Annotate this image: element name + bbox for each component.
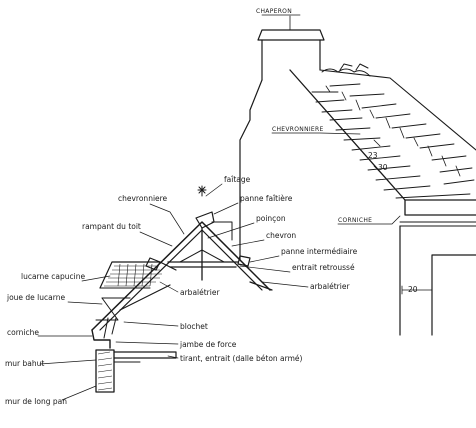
label-slope-23: 23 (368, 151, 378, 160)
label-entrait-retrousse: entrait retroussé (292, 263, 355, 272)
label-slope-30: 30 (378, 163, 388, 172)
label-blochet: blochet (180, 322, 208, 331)
label-panne-intermediaire: panne intermédiaire (281, 247, 358, 256)
label-jambe-de-force: jambe de force (179, 340, 237, 349)
label-mur-bahut: mur bahut (5, 359, 44, 368)
cornice (92, 330, 110, 348)
purlin-left (146, 258, 160, 270)
chimney (262, 40, 320, 80)
dormer (96, 262, 176, 320)
slate-tiles (312, 84, 474, 198)
roof-truss (92, 186, 272, 330)
floor-slab (114, 352, 176, 358)
label-arbaletrier-left: arbalétrier (180, 288, 220, 297)
label-lucarne-capucine: lucarne capucine (21, 272, 85, 281)
label-chevron: chevron (266, 231, 296, 240)
label-corniche-right: CORNICHE (338, 217, 372, 224)
label-tirant-entrait: tirant, entrait (dalle béton armé) (180, 354, 303, 363)
label-mur-de-long-pan: mur de long pan (5, 397, 67, 406)
chimney-cap (258, 30, 324, 40)
label-chevronniere: chevronniere (118, 194, 168, 203)
right-house (240, 30, 476, 335)
label-panne-faitiere: panne faîtière (240, 194, 293, 203)
dormer-cheek (96, 298, 118, 320)
right-cornice (405, 200, 476, 215)
window-opening (432, 255, 476, 335)
label-arbaletrier-right: arbalétrier (310, 282, 350, 291)
collar-tie (168, 262, 238, 267)
label-rampant-du-toit: rampant du toit (82, 222, 141, 231)
label-poincon: poinçon (256, 214, 286, 223)
label-chaperon: CHAPERON (256, 8, 292, 15)
label-dim-20: 20 (408, 285, 418, 294)
left-wall (92, 318, 176, 392)
label-chevronniere-right: CHEVRONNIERE (272, 126, 324, 133)
label-joue-de-lucarne: joue de lucarne (6, 293, 65, 302)
right-roof-slope (290, 70, 476, 200)
label-corniche: corniche (7, 328, 39, 337)
label-faitage: faîtage (224, 175, 251, 184)
ridge-cross (198, 186, 206, 196)
